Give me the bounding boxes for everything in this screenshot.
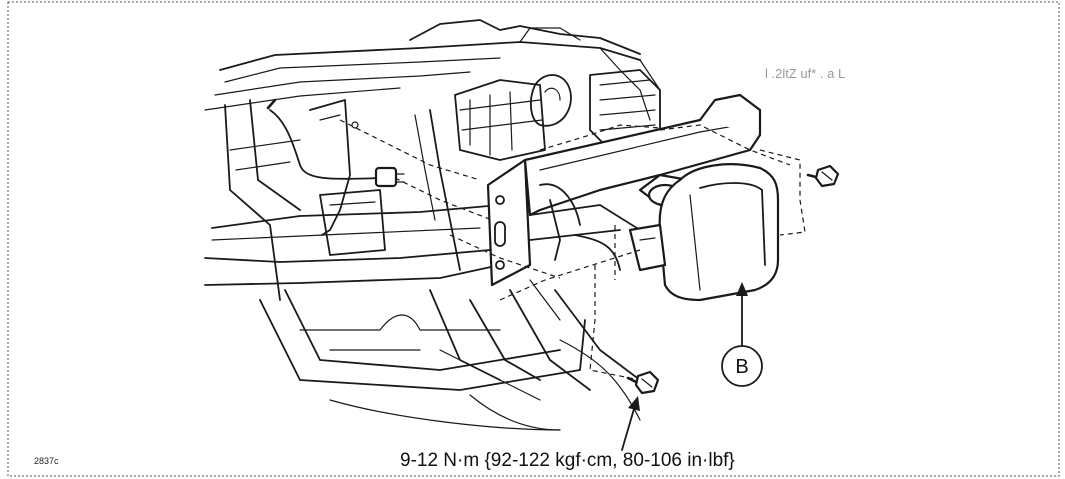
callout-b: B	[721, 345, 763, 387]
callout-b-label: B	[735, 356, 748, 378]
figure-border	[7, 1, 1060, 477]
torque-arrow	[621, 396, 640, 451]
bolt-lower	[626, 370, 660, 395]
callout-arrow-b	[736, 282, 748, 346]
assembly-guide-lines	[339, 119, 806, 381]
bolt-right	[806, 164, 840, 188]
vehicle-body-structure	[204, 19, 661, 431]
faint-header-text: l .2ltZ uf* . a L	[765, 66, 845, 81]
figure-id: 2837c	[34, 456, 59, 466]
torque-spec-label: 9-12 N·m {92-122 kgf·cm, 80-106 in·lbf}	[400, 450, 735, 471]
sensor-unit	[628, 163, 780, 302]
